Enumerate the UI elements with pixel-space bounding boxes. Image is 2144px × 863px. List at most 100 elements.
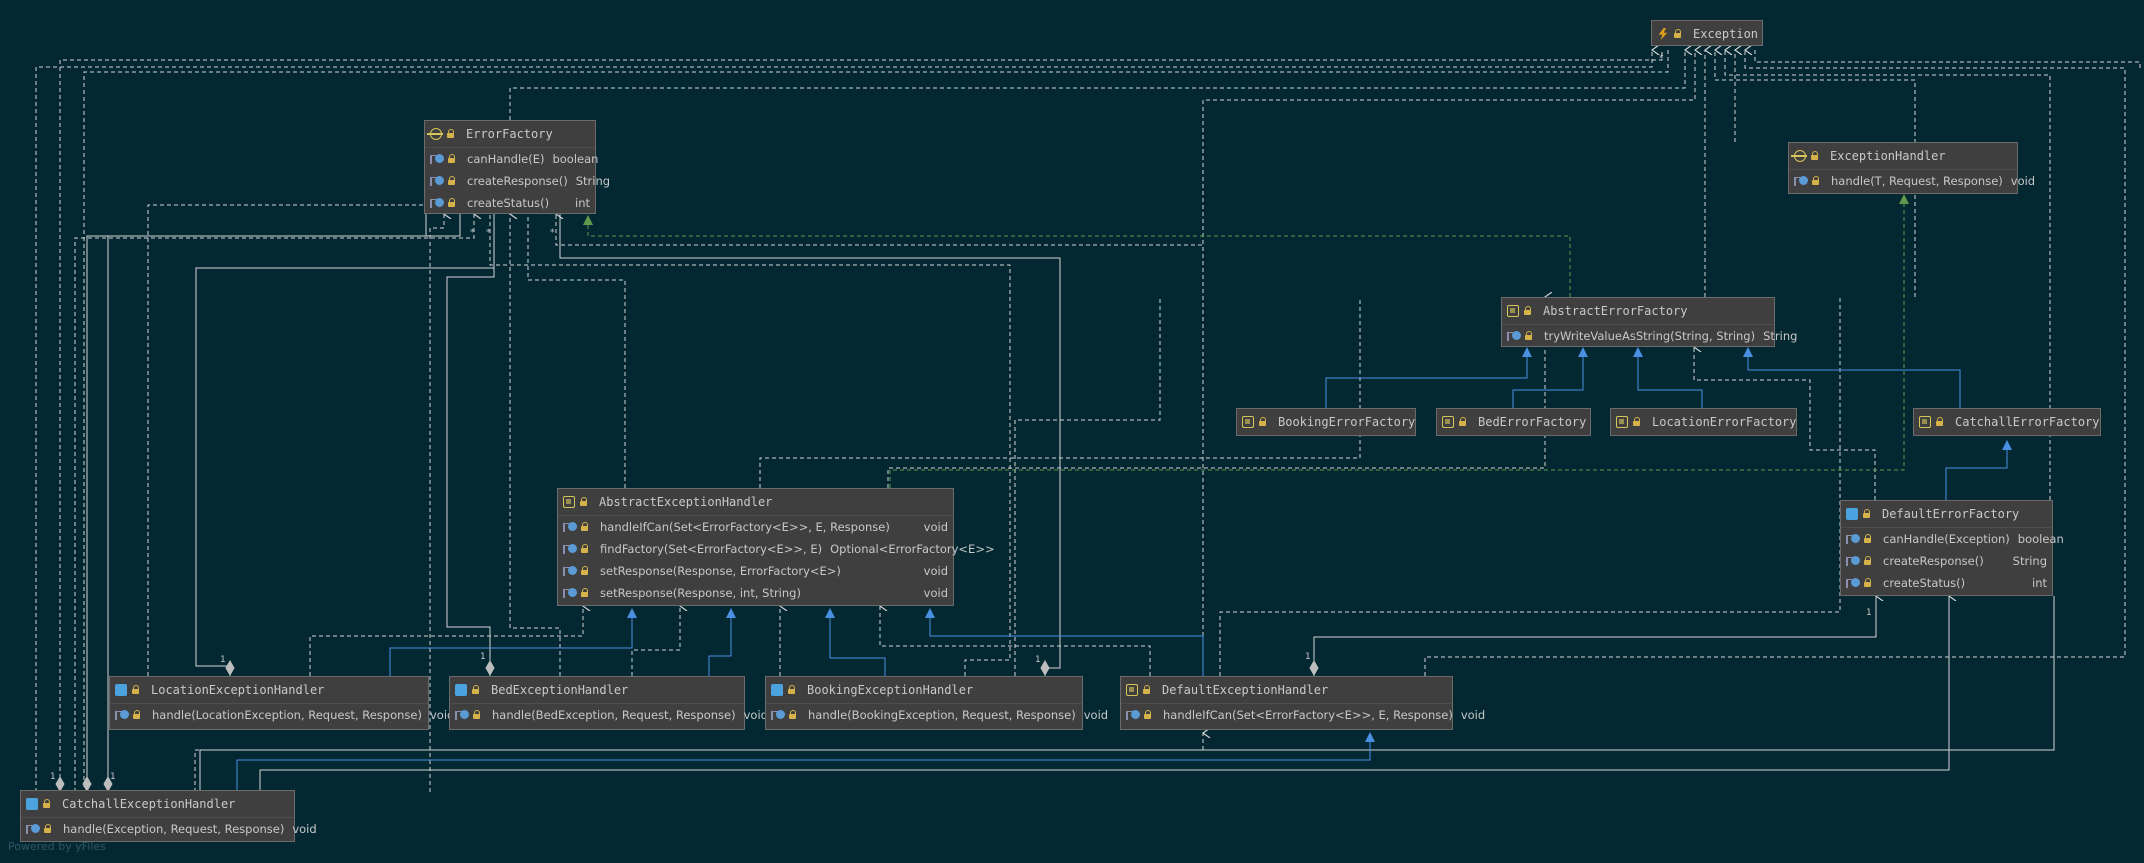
- catchall-exception-handler-node[interactable]: CatchallExceptionHandler handle(Exceptio…: [20, 790, 317, 842]
- method-icon: [563, 587, 577, 599]
- default-error-factory-node[interactable]: DefaultErrorFactory canHandle(Exception)…: [1840, 500, 2064, 596]
- edge-top-ef: [429, 214, 444, 792]
- edge-location-handler-abstract: [309, 606, 583, 676]
- lock-icon: [1458, 417, 1467, 427]
- lock-icon: [1673, 29, 1682, 39]
- lock-icon: [580, 544, 589, 554]
- edge-abstract-handler-ef-2: [510, 214, 561, 676]
- method-icon: [563, 521, 577, 533]
- member-row: handle(T, Request, Response)void: [1789, 170, 2035, 192]
- edge-catchall-handler-exception: [35, 50, 1652, 792]
- method-icon: [26, 823, 40, 835]
- lock-icon: [131, 685, 140, 695]
- multiplicity-label: *: [486, 228, 491, 238]
- edge-default-ef-inherit: [1945, 448, 2008, 500]
- member-row: handle(LocationException, Request, Respo…: [110, 704, 454, 726]
- lock-icon: [579, 497, 588, 507]
- lock-icon: [1863, 578, 1872, 588]
- multiplicity-label: 1: [1866, 608, 1872, 618]
- method-icon: [115, 709, 129, 721]
- watermark: Powered by yFiles: [8, 840, 106, 853]
- edge-default-handler-inherit: [929, 618, 1204, 676]
- edge-booking-ef-inherit: [1325, 355, 1528, 408]
- edge-catchall-handler-ef: [74, 214, 474, 792]
- node-title: CatchallErrorFactory: [1955, 415, 2100, 429]
- class-icon: [115, 684, 127, 696]
- lock-icon: [788, 710, 797, 720]
- member-row: canHandle(Exception)boolean: [1841, 528, 2064, 550]
- location-error-factory-node[interactable]: LocationErrorFactory: [1610, 408, 1797, 436]
- class-icon: [1616, 416, 1628, 428]
- edge-default-handler-exception: [1202, 50, 1695, 692]
- edge-loop-exception: [1754, 50, 2141, 70]
- edge-ae-factory-default: [1694, 347, 1876, 500]
- lock-icon: [1863, 534, 1872, 544]
- method-icon: [455, 709, 469, 721]
- member-row: tryWriteValueAsString(String, String)Str…: [1502, 325, 1797, 347]
- node-title: BedExceptionHandler: [491, 683, 629, 697]
- exception-handler-node[interactable]: ExceptionHandler handle(T, Request, Resp…: [1788, 142, 2035, 194]
- edge-bed-handler-abstract: [631, 606, 680, 676]
- class-icon: [1442, 416, 1454, 428]
- catchall-error-factory-node[interactable]: CatchallErrorFactory: [1913, 408, 2101, 436]
- lock-icon: [1811, 176, 1820, 186]
- abstract-exception-handler-node[interactable]: AbstractExceptionHandler handleIfCan(Set…: [557, 488, 995, 606]
- composition-diamonds: [55, 659, 1319, 793]
- lock-icon: [446, 129, 455, 139]
- edge-booking-handler-ef: [489, 214, 1011, 676]
- inheritance-arrowheads: [627, 347, 2012, 742]
- lock-icon: [1142, 685, 1151, 695]
- edge-location-handler-inherit: [389, 618, 633, 676]
- interface-icon: [427, 128, 443, 140]
- error-factory-node[interactable]: ErrorFactory canHandle(E)boolean createR…: [424, 120, 610, 214]
- bed-error-factory-node[interactable]: BedErrorFactory: [1436, 408, 1591, 436]
- realization-arrowheads: [583, 194, 1909, 225]
- edge-abstract-handler-ef-1: [527, 214, 626, 488]
- member-row: createResponse()String: [1841, 550, 2052, 572]
- abstract-class-icon: [563, 496, 575, 508]
- bed-exception-handler-node[interactable]: BedExceptionHandler handle(BedException,…: [449, 676, 768, 730]
- method-icon: [771, 709, 785, 721]
- method-icon: [430, 197, 444, 209]
- exception-icon: [1658, 28, 1668, 40]
- method-icon: [563, 565, 577, 577]
- lock-icon: [447, 154, 456, 164]
- abstract-error-factory-node[interactable]: AbstractErrorFactory tryWriteValueAsStri…: [1501, 297, 1797, 347]
- edge-booking-handler-ef-assoc: [559, 214, 1061, 676]
- edge-location-handler-ef-assoc: [195, 214, 495, 676]
- lock-icon: [580, 588, 589, 598]
- lock-icon: [580, 566, 589, 576]
- method-icon: [430, 153, 444, 165]
- member-row: setResponse(Response, int, String)void: [558, 582, 953, 604]
- member-row: handleIfCan(Set<ErrorFactory<E>>, E, Res…: [558, 516, 953, 538]
- booking-error-factory-node[interactable]: BookingErrorFactory: [1236, 408, 1416, 436]
- method-icon: [1507, 330, 1521, 342]
- lock-icon: [1935, 417, 1944, 427]
- multiplicity-label: 1: [50, 772, 56, 782]
- edge-catchall-handler-inherit: [236, 742, 1371, 792]
- node-title: BedErrorFactory: [1478, 415, 1587, 429]
- lock-icon: [1258, 417, 1267, 427]
- edge-abstract-handler-factory: [887, 297, 1545, 488]
- node-title: AbstractErrorFactory: [1543, 304, 1688, 318]
- location-exception-handler-node[interactable]: LocationExceptionHandler handle(Location…: [109, 676, 454, 730]
- method-icon: [430, 175, 444, 187]
- edge-location-handler-exception: [59, 50, 1663, 792]
- multiplicity-label: *: [470, 228, 475, 238]
- method-icon: [1846, 533, 1860, 545]
- abstract-class-icon: [1126, 684, 1138, 696]
- booking-exception-handler-node[interactable]: BookingExceptionHandler handle(BookingEx…: [765, 676, 1108, 730]
- abstract-class-icon: [1507, 305, 1519, 317]
- edge-location-handler-ef: [147, 204, 463, 676]
- member-row: handle(BedException, Request, Response)v…: [450, 704, 768, 726]
- lock-icon: [132, 710, 141, 720]
- default-exception-handler-node[interactable]: DefaultExceptionHandler handleIfCan(Set<…: [1120, 676, 1485, 730]
- lock-icon: [447, 198, 456, 208]
- edge-catchall-handler-ef-left: [86, 214, 427, 792]
- node-title: BookingErrorFactory: [1278, 415, 1416, 429]
- lock-icon: [1632, 417, 1641, 427]
- member-row: createStatus()int: [425, 192, 595, 214]
- method-icon: [1126, 709, 1140, 721]
- node-title: CatchallExceptionHandler: [62, 797, 236, 811]
- exception-node[interactable]: Exception: [1651, 20, 1763, 46]
